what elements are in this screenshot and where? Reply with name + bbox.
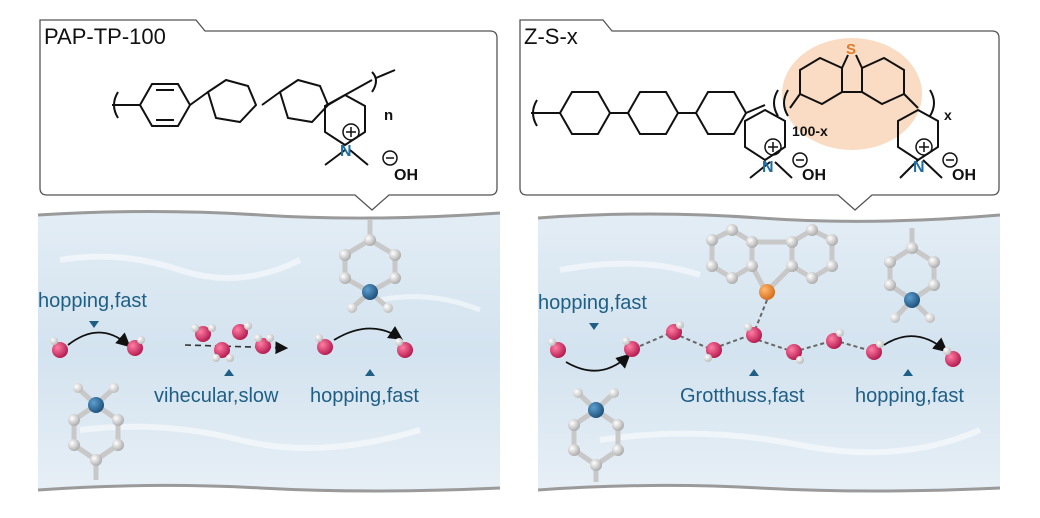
left-hydroxide-label: OH xyxy=(394,167,418,184)
left-repeat-subscript: n xyxy=(384,107,393,124)
left-caption-hopping-right: hopping,fast xyxy=(310,385,419,407)
left-polymer-structure xyxy=(112,69,398,166)
left-caption-vehicular: vihecular,slow xyxy=(154,385,279,407)
right-subscript-x: x xyxy=(944,107,952,123)
left-nitrogen-label: N xyxy=(340,143,352,160)
caption-pointers xyxy=(89,321,913,376)
right-hydroxide-label-1: OH xyxy=(802,167,826,184)
right-hydroxide-chain xyxy=(548,321,961,372)
left-caption-hopping-top: hopping,fast xyxy=(38,290,147,312)
right-polymer-structure xyxy=(531,54,958,179)
left-bottom-cation-model xyxy=(68,383,124,480)
sulfur-label: S xyxy=(846,41,856,58)
right-top-cation-model xyxy=(884,228,940,323)
right-subscript-100-x: 100-x xyxy=(792,123,828,139)
right-hydroxide-label-2: OH xyxy=(952,167,976,184)
right-nitrogen-label-2: N xyxy=(913,159,925,176)
right-panel-title: Z-S-x xyxy=(524,24,578,49)
left-hydroxide-ions xyxy=(50,322,413,362)
right-bottom-cation-model xyxy=(568,388,624,482)
right-dibenzothiophene-model xyxy=(706,224,838,331)
left-top-cation-model xyxy=(339,220,401,313)
right-caption-hopping-right: hopping,fast xyxy=(855,385,964,407)
left-panel-title: PAP-TP-100 xyxy=(44,24,166,49)
right-membrane-slab xyxy=(537,212,1001,493)
dibenzothiophene-highlight xyxy=(782,38,922,150)
left-structure-callout xyxy=(39,19,498,211)
right-caption-hopping-left: hopping,fast xyxy=(538,292,647,314)
right-caption-grotthuss: Grotthuss,fast xyxy=(680,385,805,407)
right-nitrogen-label-1: N xyxy=(762,159,774,176)
